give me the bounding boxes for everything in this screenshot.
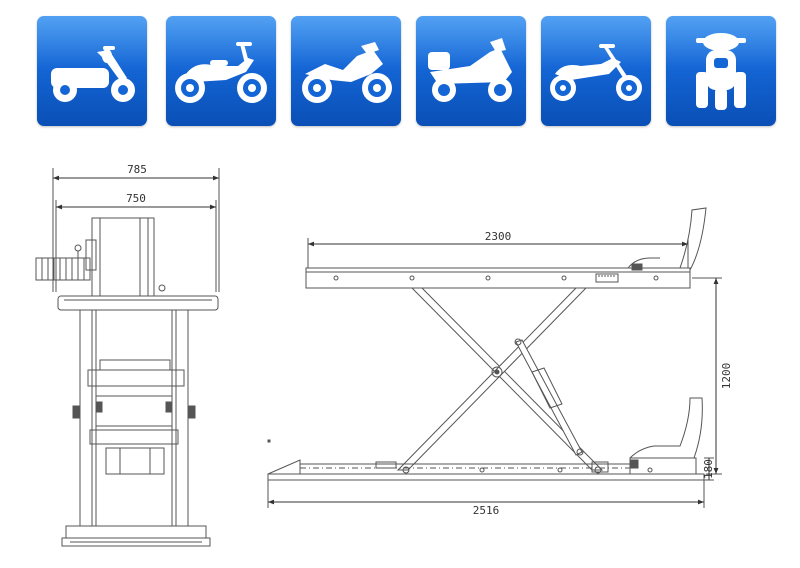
vehicle-type-icon-row (0, 0, 800, 140)
cruiser-motorcycle-icon (175, 42, 267, 103)
front-view (35, 168, 220, 547)
tile-three-wheel (666, 16, 776, 126)
dim-platform-length: 2300 (485, 230, 512, 243)
lift-technical-drawing: 785 750 2300 2516 1200 180 (35, 163, 733, 547)
tile-sport (291, 16, 401, 126)
dim-min-height: 180 (702, 459, 715, 479)
tile-chopper (541, 16, 651, 126)
side-view (267, 207, 722, 508)
touring-motorcycle-icon (428, 38, 512, 102)
tile-touring (416, 16, 526, 126)
dim-max-height: 1200 (720, 363, 733, 390)
dim-outer-width: 785 (127, 163, 147, 176)
dim-inner-width: 750 (126, 192, 146, 205)
sport-motorcycle-icon (302, 42, 392, 103)
chopper-motorcycle-icon (550, 44, 642, 101)
three-wheel-scooter-icon (696, 33, 746, 110)
tile-scooter (37, 16, 147, 126)
dim-base-length: 2516 (473, 504, 500, 517)
tile-cruiser (166, 16, 276, 126)
scooter-icon (51, 46, 135, 102)
